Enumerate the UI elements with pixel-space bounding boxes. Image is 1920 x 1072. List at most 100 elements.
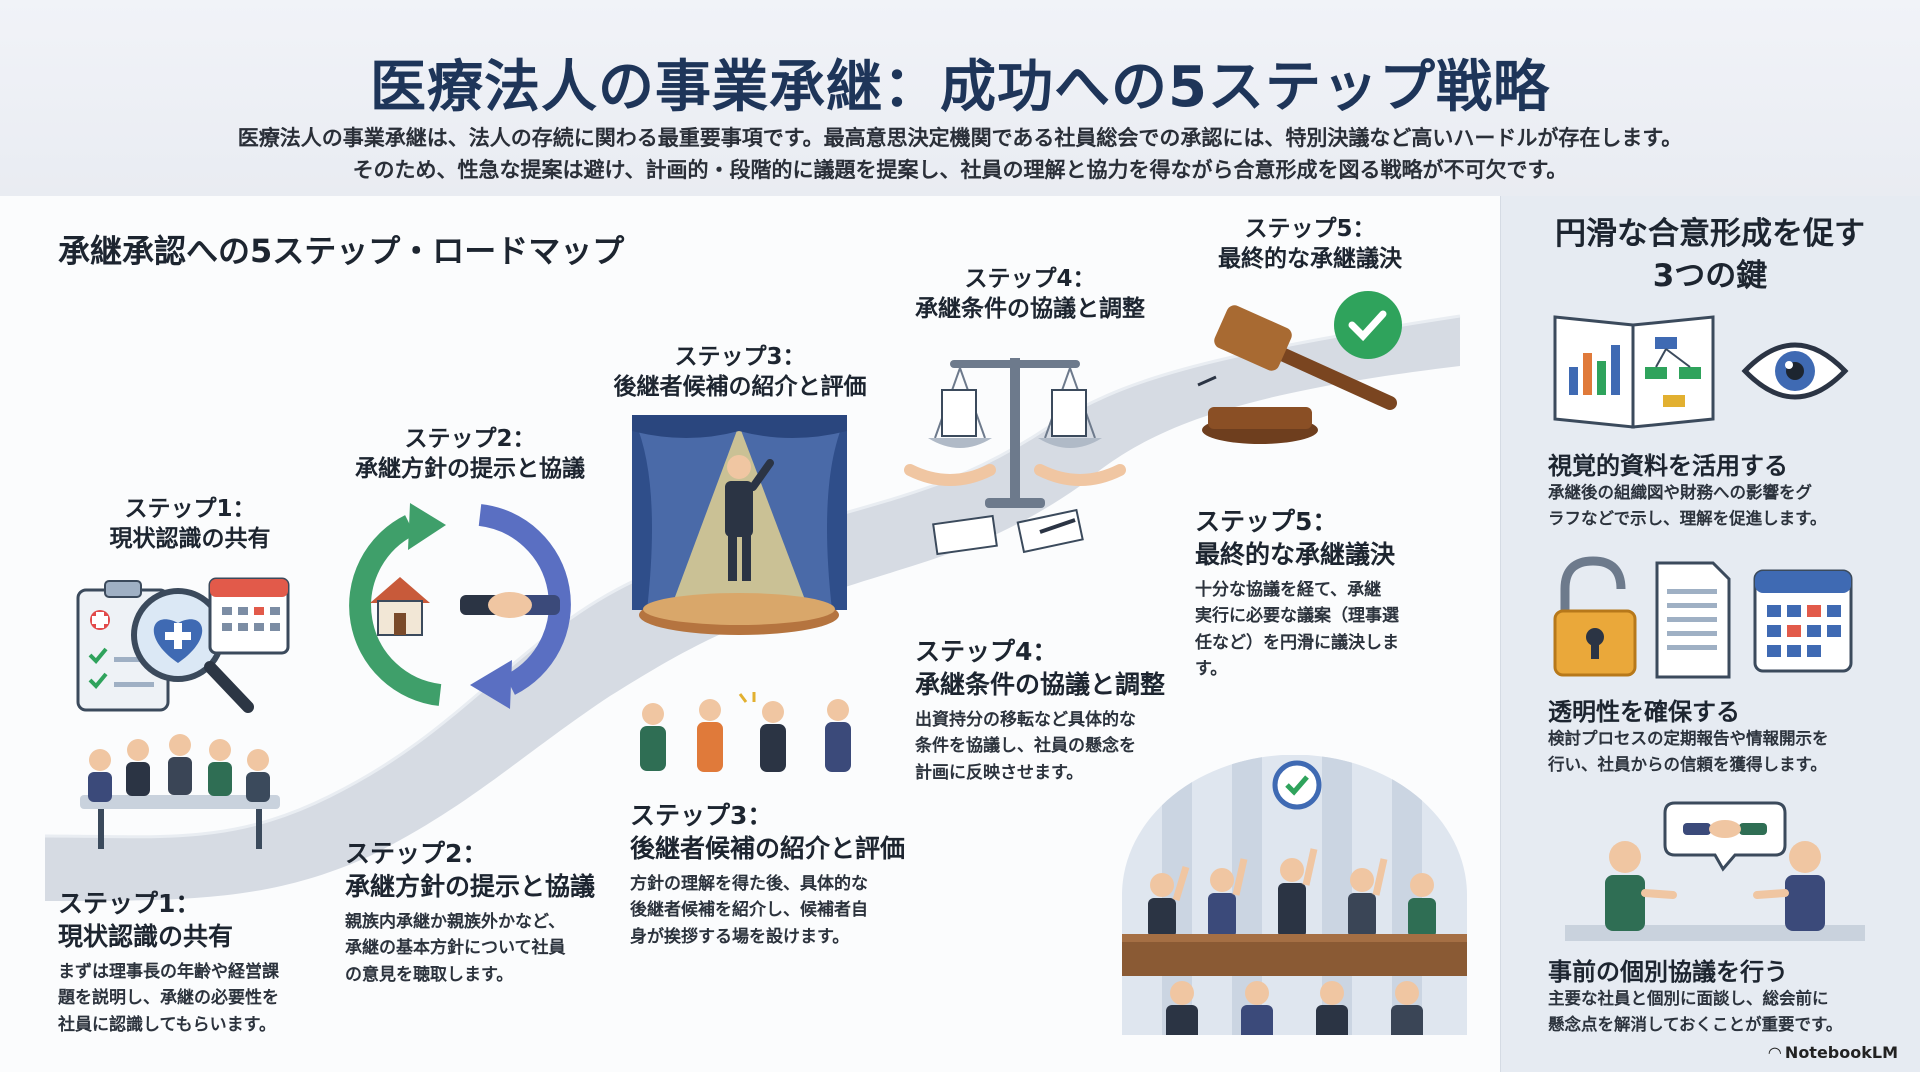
step1-desc-line: 社員に認識してもらいます。 (58, 1014, 276, 1035)
step4-desc-line: 出資持分の移転など具体的な (915, 710, 1136, 730)
roadmap-title: 承継承認への5ステップ・ロードマップ (58, 232, 625, 270)
step2-desc-line: 承継の基本方針について社員 (345, 938, 566, 959)
key2-icons (1553, 556, 1853, 679)
handshake-icon (460, 592, 560, 618)
key3-text-line: 主要な社員と個別に面談し、総会前に (1548, 989, 1829, 1008)
step5-label: ステップ5： 最終的な承継議決 (1180, 215, 1440, 275)
step3-description: ステップ3： 後継者候補の紹介と評価 方針の理解を得た後、具体的な 後継者候補を… (630, 800, 920, 950)
two-people-meeting-icon (1565, 841, 1865, 941)
step3-desc-line: 身が挨拶する場を設けます。 (630, 926, 850, 947)
key2-text-line: 検討プロセスの定期報告や情報開示を (1548, 729, 1829, 748)
step4-label-name: 承継条件の協議と調整 (915, 295, 1145, 322)
key1-icons (1553, 315, 1849, 429)
step3-label-step: ステップ3： (674, 344, 806, 370)
brand-name: NotebookLM (1784, 1043, 1898, 1062)
step1-desc-name: 現状認識の共有 (58, 921, 234, 951)
keys-title: 円滑な合意形成を促す 3つの鍵 (1500, 214, 1920, 298)
gavel-icon (1197, 305, 1397, 444)
step3-desc-name: 後継者候補の紹介と評価 (630, 833, 906, 863)
handshake-bubble-icon (1663, 801, 1787, 872)
step2-label-step: ステップ2： (404, 426, 536, 452)
applauding-people-icon (640, 692, 851, 772)
step3-desc-line: 後継者候補を紹介し、候補者自 (630, 900, 868, 921)
keys-title-line-2: 3つの鍵 (1652, 257, 1768, 294)
step4-desc-line: 条件を協議し、社員の懸念を (915, 736, 1136, 757)
key1-heading: 視覚的資料を活用する (1548, 452, 1788, 480)
presenter-icon (725, 455, 774, 581)
meeting-table-people-icon (80, 734, 280, 849)
step1-label-step: ステップ1： (124, 496, 256, 522)
step2-illustration (349, 503, 571, 709)
key3-text: 主要な社員と個別に面談し、総会前に 懸念点を解消しておくことが重要です。 (1548, 986, 1888, 1037)
lead-text-line-1: 医療法人の事業承継は、法人の存続に関わる最重要事項です。最高意思決定機関である社… (237, 126, 1683, 150)
step1-desc-line: まずは理事長の年齢や経営課 (58, 962, 279, 982)
key1-text-line: ラフなどで示し、理解を促進します。 (1548, 508, 1827, 528)
step5-label-step: ステップ5： (1244, 216, 1376, 242)
step3-label-name: 後継者候補の紹介と評価 (613, 373, 867, 400)
step1-label-name: 現状認識の共有 (109, 525, 271, 552)
step1-desc-step: ステップ1： (58, 889, 201, 918)
document-icon (1655, 561, 1731, 679)
step4-illustration (904, 358, 1126, 556)
step2-label: ステップ2： 承継方針の提示と協議 (320, 425, 620, 485)
voters-icon (1148, 848, 1436, 938)
header-band (0, 0, 1920, 196)
step5-label-name: 最終的な承継議決 (1218, 245, 1402, 272)
cycle-arrows-icon (349, 503, 571, 709)
page-title: 医療法人の事業承継：成功への5ステップ戦略 (370, 55, 1550, 120)
step1-label: ステップ1： 現状認識の共有 (60, 495, 320, 555)
step2-desc-step: ステップ2： (345, 839, 488, 868)
key3-heading: 事前の個別協議を行う (1548, 958, 1788, 986)
step4-label: ステップ4： 承継条件の協議と調整 (880, 265, 1180, 325)
calendar-icon (1753, 569, 1853, 673)
step5-description: ステップ5： 最終的な承継議決 十分な協議を経て、承継 実行に必要な議案（理事選… (1195, 506, 1455, 682)
key2-heading: 透明性を確保する (1548, 698, 1740, 726)
step5-desc-line: 十分な協議を経て、承継 (1195, 580, 1382, 600)
front-row-people-icon (1166, 981, 1423, 1035)
step2-desc-line: の意見を聴取します。 (345, 964, 514, 985)
step3-illustration (632, 415, 847, 635)
step1-illustration (76, 577, 290, 849)
step5-desc-line: す。 (1195, 659, 1228, 680)
calendar-icon (208, 577, 290, 655)
step2-desc-line: 親族内承継か親族外かなど、 (345, 912, 566, 932)
step2-label-name: 承継方針の提示と協議 (355, 455, 585, 482)
step3-label: ステップ3： 後継者候補の紹介と評価 (580, 343, 900, 403)
step1-description: ステップ1： 現状認識の共有 まずは理事長の年齢や経営課 題を説明し、承継の必要… (58, 888, 328, 1038)
balance-scale-icon (904, 358, 1126, 508)
key3-text-line: 懸念点を解消しておくことが重要です。 (1548, 1014, 1843, 1034)
eye-icon (1741, 342, 1849, 400)
step5-desc-line: 実行に必要な議案（理事選 (1195, 606, 1399, 627)
keys-title-line-1: 円滑な合意形成を促す (1555, 216, 1865, 252)
key1-text: 承継後の組織図や財務への影響をグ ラフなどで示し、理解を促進します。 (1548, 480, 1888, 531)
step2-description: ステップ2： 承継方針の提示と協議 親族内承継か親族外かなど、 承継の基本方針に… (345, 838, 635, 988)
step5-desc-line: 任など）を円滑に議決しま (1195, 632, 1399, 653)
key2-text-line: 行い、社員からの信頼を獲得します。 (1548, 754, 1827, 774)
unlocked-padlock-icon (1553, 556, 1637, 677)
step5-desc-step: ステップ5： (1195, 507, 1338, 536)
key3-icons (1565, 801, 1865, 941)
step2-desc-name: 承継方針の提示と協議 (345, 871, 596, 901)
check-badge-icon (1334, 291, 1402, 359)
lead-text-line-2: そのため、性急な提案は避け、計画的・段階的に議題を提案し、社員の理解と協力を得な… (352, 158, 1568, 182)
step4-desc-name: 承継条件の協議と調整 (915, 669, 1166, 699)
key1-text-line: 承継後の組織図や財務への影響をグ (1548, 483, 1812, 502)
step1-desc-line: 題を説明し、承継の必要性を (58, 988, 279, 1009)
step3-desc-line: 方針の理解を得た後、具体的な (630, 874, 868, 894)
step4-label-step: ステップ4： (964, 266, 1096, 292)
applauding-audience-illustration (640, 692, 851, 772)
notebooklm-logo-icon: ◠ (1768, 1043, 1781, 1062)
step4-desc-step: ステップ4： (915, 637, 1058, 666)
step5-illustration (1197, 291, 1402, 444)
step3-desc-step: ステップ3： (630, 801, 773, 830)
assembly-check-icon (1272, 760, 1322, 810)
house-icon (370, 577, 430, 636)
chart-book-icon (1553, 315, 1715, 429)
step4-description: ステップ4： 承継条件の協議と調整 出資持分の移転など具体的な 条件を協議し、社… (915, 636, 1205, 786)
voting-assembly-illustration (1122, 755, 1467, 1035)
key2-text: 検討プロセスの定期報告や情報開示を 行い、社員からの信頼を獲得します。 (1548, 726, 1888, 777)
contract-papers-icon (932, 508, 1084, 556)
brand-mark: ◠NotebookLM (1769, 1043, 1898, 1062)
step5-desc-name: 最終的な承継議決 (1195, 539, 1396, 569)
step4-desc-line: 計画に反映させます。 (915, 762, 1084, 783)
